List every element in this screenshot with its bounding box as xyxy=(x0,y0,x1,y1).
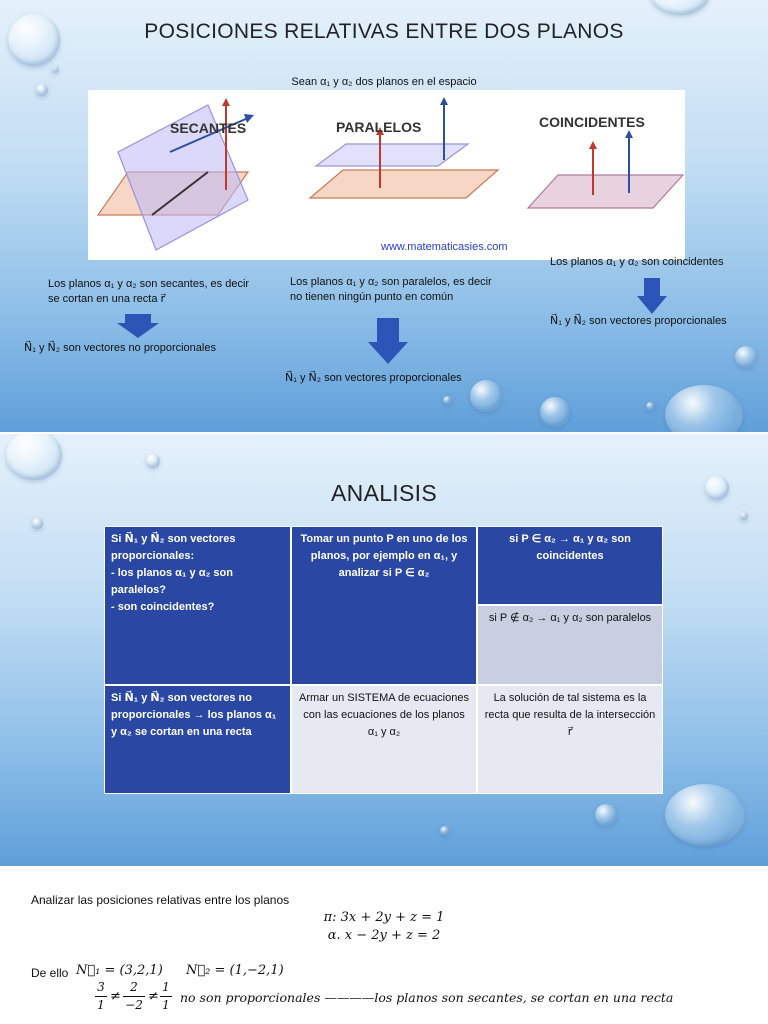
water-drop-decoration xyxy=(540,397,570,427)
water-drop-decoration xyxy=(8,14,60,66)
normal-n2: N⃗₂ = (1,−2,1) xyxy=(186,963,284,978)
table-cell-paralelos: si P ∉ α₂ → α₁ y α₂ son paralelos xyxy=(477,605,663,685)
normal-n1: N⃗₁ = (3,2,1) xyxy=(76,963,163,978)
table-cell-armar-sistema: Armar un SISTEMA de ecuaciones con las e… xyxy=(291,685,477,794)
label-paralelos: PARALELOS xyxy=(336,119,421,135)
planes-figure: SECANTES PARALELOS COINCIDENTES www.mate… xyxy=(88,90,685,260)
fraction-denominator: −2 xyxy=(125,998,143,1012)
secantes-conclusion: N⃗₁ y N⃗₂ son vectores no proporcionales xyxy=(24,342,216,354)
normal-arrowhead xyxy=(376,127,384,135)
water-drop-decoration xyxy=(6,434,62,480)
oblique-plane xyxy=(117,104,249,251)
exercise-intro: Analizar las posiciones relativas entre … xyxy=(31,893,290,907)
water-drop-decoration xyxy=(665,385,743,432)
water-drop-decoration xyxy=(650,0,710,15)
fraction-bar xyxy=(95,996,107,997)
water-drop-decoration xyxy=(36,84,48,96)
equation-alpha: α. x − 2y + z = 2 xyxy=(327,928,441,943)
normal-arrowhead xyxy=(222,98,230,106)
label-coincidentes: COINCIDENTES xyxy=(539,114,645,130)
lower-plane xyxy=(308,169,500,199)
slide-posiciones-relativas: POSICIONES RELATIVAS ENTRE DOS PLANOS Se… xyxy=(0,0,768,432)
slide-title: ANALISIS xyxy=(331,480,437,506)
conclusion-text: no son proporcionales ————los planos son… xyxy=(180,990,674,1005)
coincident-planes xyxy=(526,174,685,209)
fraction-bar xyxy=(123,996,145,997)
water-drop-decoration xyxy=(646,402,655,411)
slide-analisis: ANALISIS Si N⃗₁ y N⃗₂ son vectores propo… xyxy=(0,434,768,866)
water-drop-decoration xyxy=(595,804,617,826)
table-cell-coincidentes: si P ∈ α₂ → α₁ y α₂ son coincidentes xyxy=(477,526,663,605)
equation-pi: π: 3x + 2y + z = 1 xyxy=(323,910,445,925)
arrow-down-icon xyxy=(368,318,408,364)
secantes-description: Los planos α₁ y α₂ son secantes, es deci… xyxy=(48,278,250,305)
not-equal-sign: ≠ xyxy=(148,989,159,1004)
water-drop-decoration xyxy=(146,454,160,468)
normal-vector-2 xyxy=(169,117,249,153)
fraction-denominator: 1 xyxy=(97,998,105,1012)
fraction-bar xyxy=(160,996,172,997)
water-drop-decoration xyxy=(665,784,745,846)
fraction-numerator: 1 xyxy=(162,980,170,994)
normal-arrowhead xyxy=(440,97,448,105)
water-drop-decoration xyxy=(705,476,729,500)
paralelos-conclusion: N⃗₁ y N⃗₂ son vectores proporcionales xyxy=(285,372,462,384)
analysis-table: Si N⃗₁ y N⃗₂ son vectores proporcionales… xyxy=(104,526,663,794)
planes-illustration: SECANTES PARALELOS COINCIDENTES www.mate… xyxy=(96,97,685,253)
table-cell-tomar-punto: Tomar un punto P en uno de los planos, p… xyxy=(291,526,477,685)
fraction-numerator: 2 xyxy=(130,980,138,994)
table-cell-no-proporcionales: Si N⃗₁ y N⃗₂ son vectores no proporciona… xyxy=(104,685,291,794)
table-cell-solucion: La solución de tal sistema es la recta q… xyxy=(477,685,663,794)
water-drop-decoration xyxy=(735,346,757,368)
normals-prefix: De ello xyxy=(31,966,69,980)
fraction-numerator: 3 xyxy=(97,980,105,994)
water-drop-decoration xyxy=(440,826,450,836)
slide-subtitle: Sean α₁ y α₂ dos planos en el espacio xyxy=(291,76,477,88)
water-drop-decoration xyxy=(443,396,452,405)
paralelos-description: Los planos α₁ y α₂ son paralelos, es dec… xyxy=(290,276,492,303)
normal-arrowhead xyxy=(625,130,633,138)
coincidentes-conclusion: N⃗₁ y N⃗₂ son vectores proporcionales xyxy=(550,315,727,327)
water-drop-decoration xyxy=(740,512,748,520)
normal-arrowhead xyxy=(244,114,254,123)
figure-credit: www.matematicasies.com xyxy=(380,241,508,253)
water-drop-decoration xyxy=(52,66,59,73)
fraction-denominator: 1 xyxy=(162,998,170,1012)
table-cell-proporcionales: Si N⃗₁ y N⃗₂ son vectores proporcionales… xyxy=(104,526,291,685)
arrow-down-icon xyxy=(117,314,159,338)
water-drop-decoration xyxy=(470,380,502,412)
coincidentes-description: Los planos α₁ y α₂ son coincidentes xyxy=(550,256,724,268)
intersection-line xyxy=(151,171,209,216)
upper-plane xyxy=(314,143,470,167)
slide-title: POSICIONES RELATIVAS ENTRE DOS PLANOS xyxy=(144,20,624,43)
arrow-down-icon xyxy=(637,278,667,314)
water-drop-decoration xyxy=(32,518,43,529)
not-equal-sign: ≠ xyxy=(110,989,121,1004)
normal-arrowhead xyxy=(589,141,597,149)
label-secantes: SECANTES xyxy=(170,120,246,136)
